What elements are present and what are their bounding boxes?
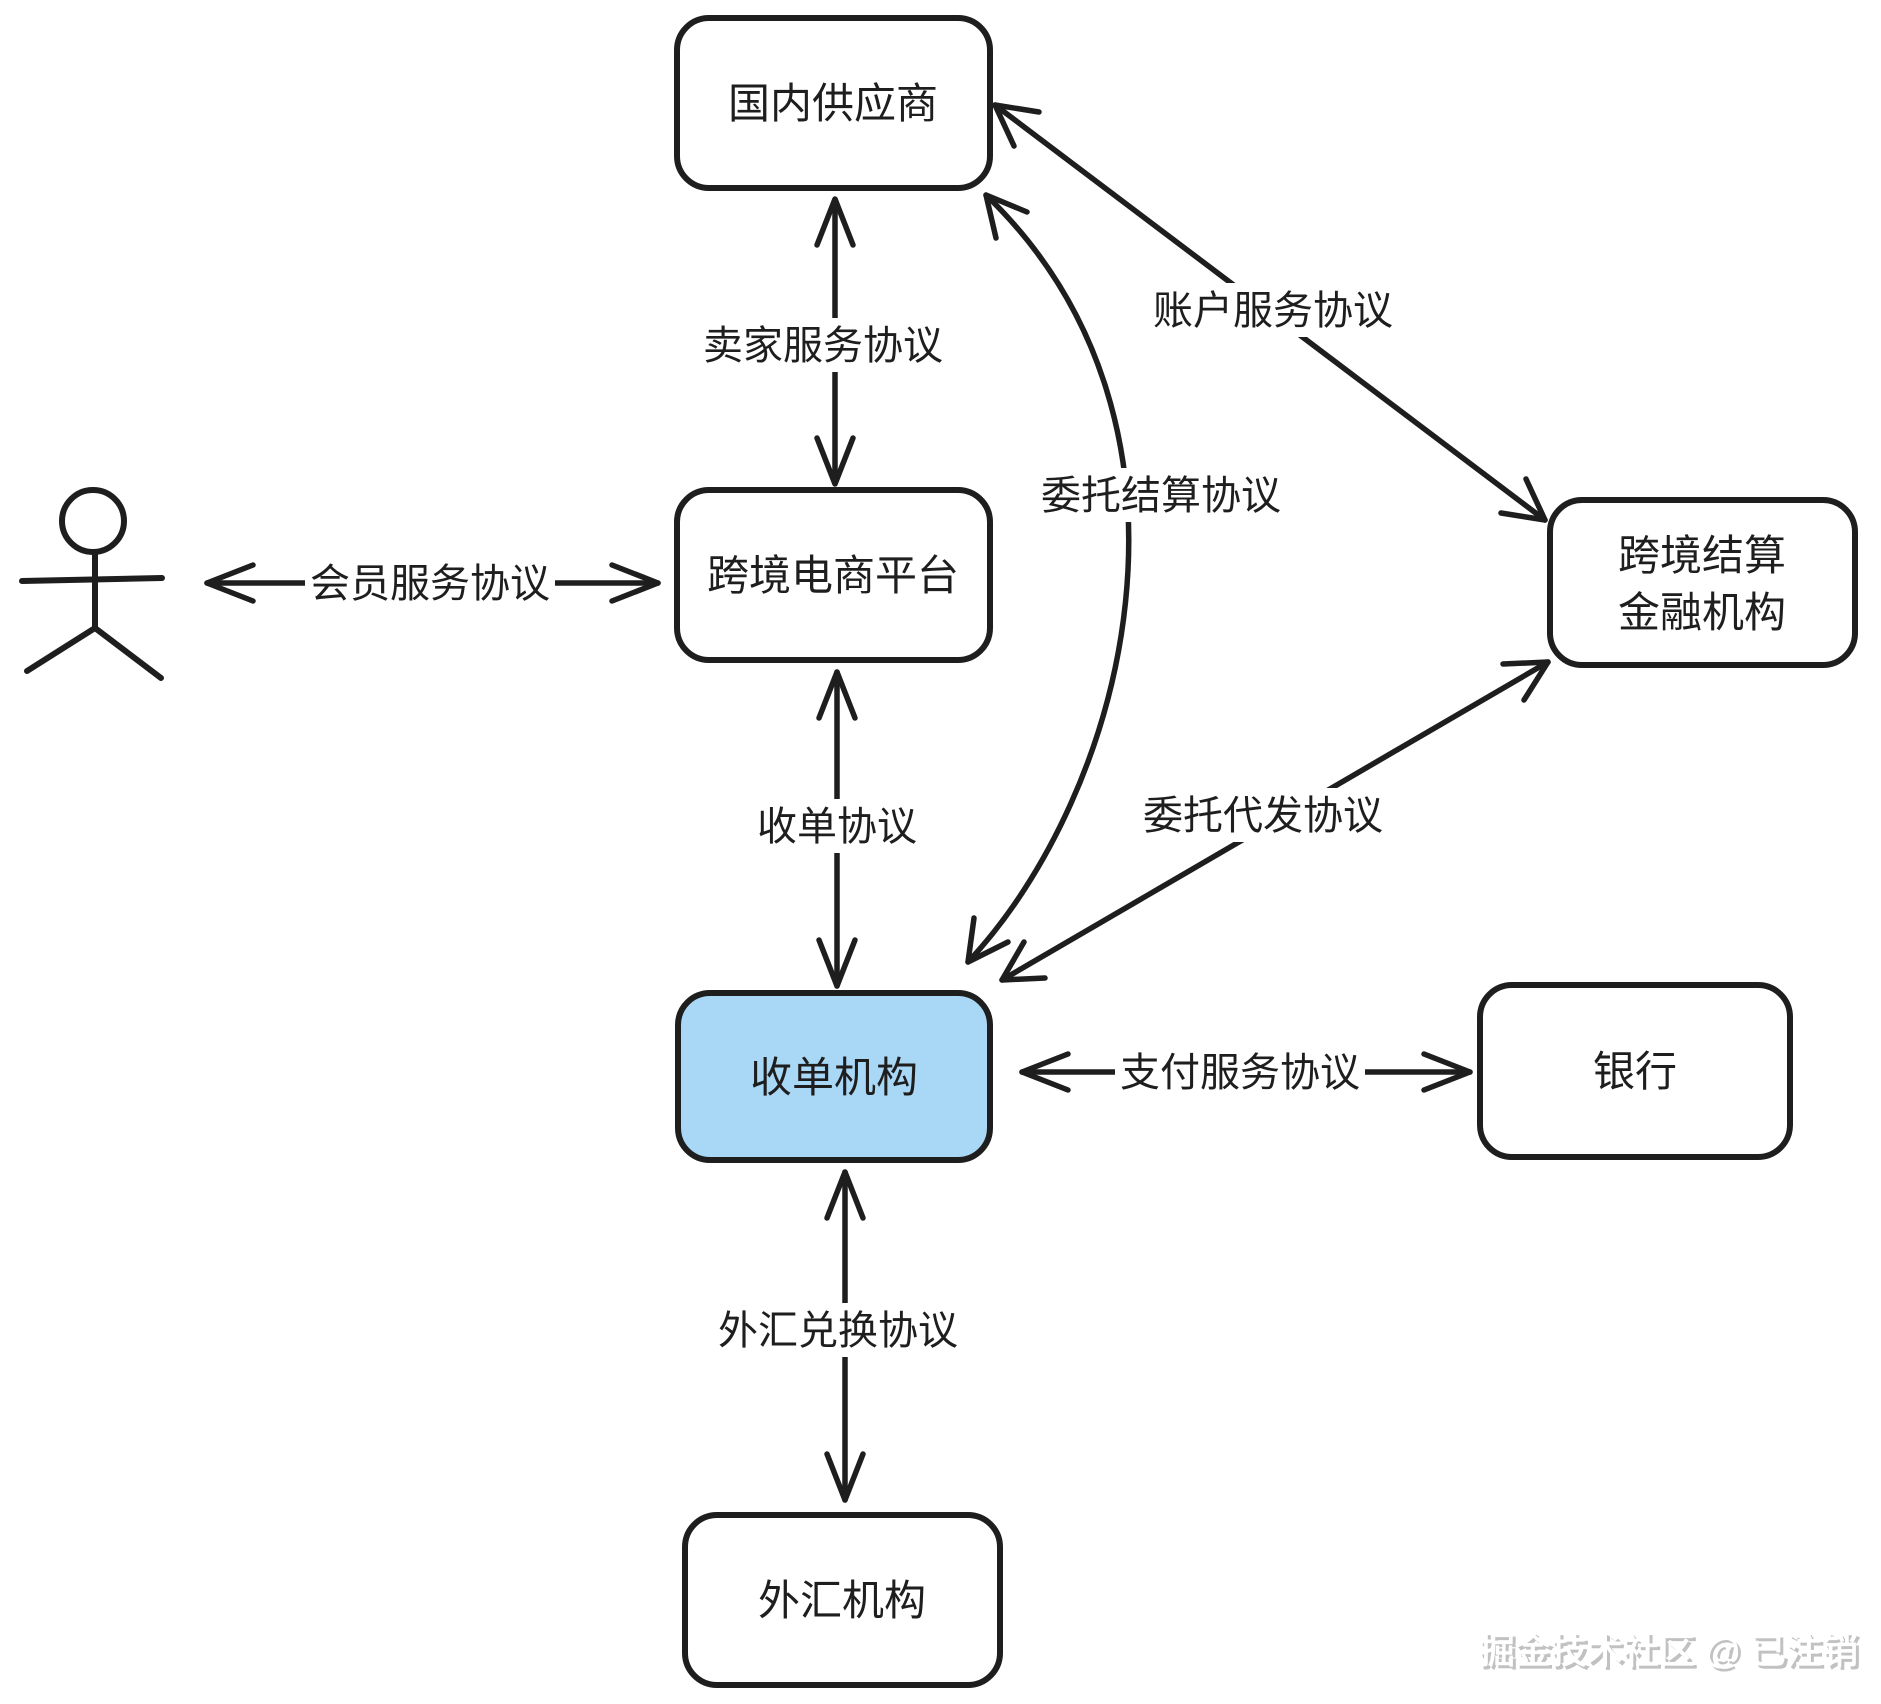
node-acquirer: 收单机构 <box>675 990 993 1163</box>
edge-label-member-agreement: 会员服务协议 <box>310 562 550 606</box>
node-label-settlement-institution-line1: 跨境结算 <box>1618 532 1786 579</box>
arrowhead-up-icon <box>824 1169 866 1221</box>
edge-label-acquiring-agreement: 收单协议 <box>757 805 917 849</box>
edge-label-seller-agreement: 卖家服务协议 <box>703 324 943 368</box>
arrowhead-up-icon <box>814 196 856 248</box>
arrowhead-down-icon <box>824 1451 866 1503</box>
arrowhead-upright-icon <box>1500 659 1551 703</box>
node-domestic-supplier: 国内供应商 <box>674 15 993 191</box>
arrowhead-down-icon <box>965 915 1011 965</box>
watermark: 掘金技术社区 @ 已注销 掘金技术社区 @ 已注销 <box>1479 1630 1861 1674</box>
edge-label-payment-agreement: 支付服务协议 <box>1120 1051 1360 1095</box>
edge-label-fx-exchange: 外汇兑换协议 <box>718 1309 958 1353</box>
node-settlement-institution: 跨境结算 金融机构 <box>1547 497 1858 668</box>
edge-seller-agreement: 卖家服务协议 <box>700 196 946 487</box>
edge-label-entrusted-settlement: 委托结算协议 <box>1041 474 1281 518</box>
user-actor-icon <box>19 487 165 681</box>
arrowhead-left-icon <box>1019 1051 1071 1093</box>
edge-member-agreement: 会员服务协议 <box>204 556 661 610</box>
edge-label-entrusted-distribution: 委托代发协议 <box>1143 794 1383 838</box>
arrowhead-down-icon <box>814 435 856 487</box>
watermark-shadow-text: 掘金技术社区 @ 已注销 <box>1482 1633 1861 1674</box>
node-fx-institution: 外汇机构 <box>682 1512 1003 1688</box>
edge-entrusted-distribution-agreement: 委托代发协议 <box>999 659 1551 983</box>
arrowhead-downleft-icon <box>999 939 1048 983</box>
edge-acquiring-agreement: 收单协议 <box>748 669 926 989</box>
node-label-domestic-supplier: 国内供应商 <box>728 80 938 127</box>
node-label-settlement-institution-line2: 金融机构 <box>1618 589 1786 636</box>
arrowhead-up-icon <box>983 192 1030 241</box>
node-label-bank: 银行 <box>1593 1048 1677 1095</box>
node-label-ecommerce-platform: 跨境电商平台 <box>707 552 959 599</box>
arrowhead-upleft-icon <box>992 102 1042 149</box>
edge-fx-exchange-agreement: 外汇兑换协议 <box>713 1169 963 1503</box>
edge-label-account-agreement: 账户服务协议 <box>1153 289 1393 333</box>
watermark-text: 掘金技术社区 @ 已注销 <box>1479 1630 1858 1671</box>
edge-payment-agreement: 支付服务协议 <box>1019 1045 1473 1099</box>
arrowhead-left-icon <box>204 562 256 604</box>
arrowhead-right-icon <box>609 562 661 604</box>
edge-entrusted-settlement-agreement: 委托结算协议 <box>965 192 1285 965</box>
node-label-fx-institution: 外汇机构 <box>758 1577 926 1624</box>
node-ecommerce-platform: 跨境电商平台 <box>674 487 993 663</box>
edge-account-agreement: 账户服务协议 <box>992 102 1548 523</box>
node-bank: 银行 <box>1477 982 1793 1160</box>
arrowhead-up-icon <box>816 669 858 721</box>
node-label-acquirer: 收单机构 <box>750 1054 918 1101</box>
arrowhead-down-icon <box>816 937 858 989</box>
arrowhead-downright-icon <box>1498 476 1548 523</box>
arrowhead-right-icon <box>1421 1051 1473 1093</box>
